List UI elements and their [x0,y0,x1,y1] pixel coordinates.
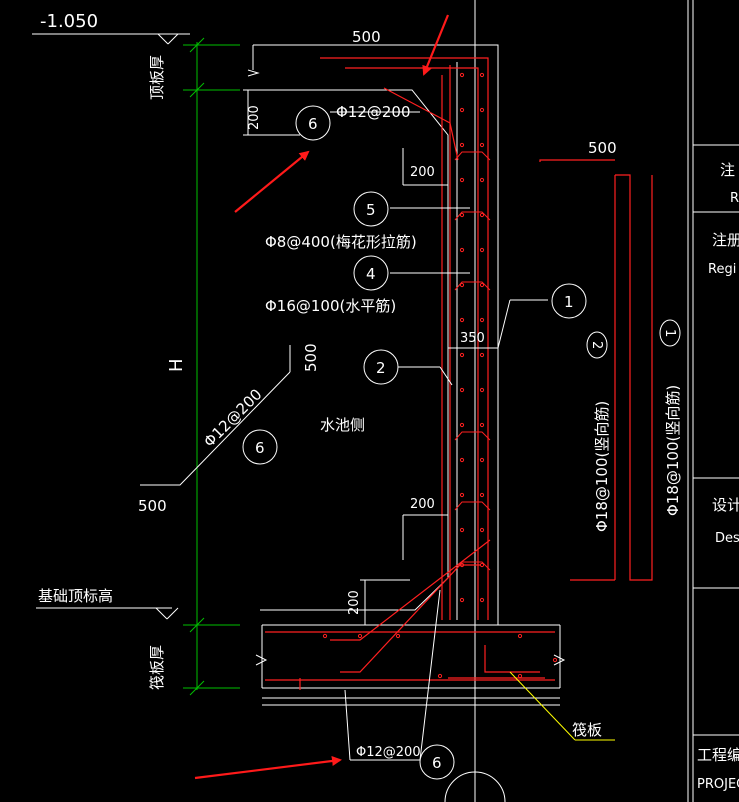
raft-thickness-label: 筏板厚 [148,645,166,690]
top-slab-label: 顶板厚 [148,55,166,100]
dim-haunch-top: 200 [410,165,435,180]
rebar-lines [265,57,653,690]
leaders [330,111,548,761]
title-zhu: 注 [720,161,735,179]
centerline-bubble [444,771,506,802]
dim-haunch-mid: 200 [410,497,435,512]
annotation-arrows [194,14,450,780]
marker-1-vert: 1 [662,329,677,337]
rebar-1-text: Φ18@100(竖向筋) [664,385,682,516]
foundation-top-label: 基础顶标高 [38,587,113,605]
dim-haunch-top-v: 200 [247,105,262,130]
marker-1: 1 [564,293,574,311]
raft-leader [509,671,576,741]
wall-outline [247,44,566,706]
marker-1-vert-ring [659,319,681,347]
rebar-6-bot: Φ12@200 [356,745,421,760]
title-des: Des [715,531,739,546]
dim-right-width: 500 [588,139,617,157]
rebar-4-text: Φ16@100(水平筋) [265,297,396,315]
marker-circles [242,105,587,780]
stirrup-ties [454,151,491,571]
marker-6-top: 6 [308,115,318,133]
dim-haunch-bot-v: 200 [347,590,362,615]
height-label: H [166,358,187,372]
rebar-5-text: Φ8@400(梅花形拉筋) [265,233,417,251]
marker-5: 5 [366,201,376,219]
title-block [687,0,739,802]
marker-2-vert-ring [586,331,608,359]
raft-label: 筏板 [572,721,602,739]
elevation-symbol [32,33,190,45]
dim-diag-500: 500 [302,343,320,372]
dim-left-width: 500 [138,497,167,515]
dim-top-width: 500 [352,28,381,46]
rebar-dots [322,72,558,679]
marker-2-vert: 2 [589,341,604,349]
marker-6-bot: 6 [432,754,442,772]
title-regi: Regi [708,262,736,277]
title-r: R [730,191,739,206]
dimension-lines [140,89,499,625]
title-project: PROJEC [697,777,739,792]
title-project-no: 工程编 [697,746,739,764]
marker-4: 4 [366,265,376,283]
elevation-text: -1.050 [40,11,98,32]
pool-side-label: 水池侧 [320,416,365,434]
title-zhuce: 注册 [712,231,739,249]
foundation-top-symbol [36,607,179,620]
dim-wall-350: 350 [460,331,485,346]
title-sheji: 设计 [712,496,739,514]
rebar-6-top: Φ12@200 [336,103,411,121]
marker-6-mid: 6 [255,439,265,457]
rebar-2-text: Φ18@100(竖向筋) [593,401,611,532]
green-dimension [183,37,240,696]
marker-2: 2 [376,359,386,377]
